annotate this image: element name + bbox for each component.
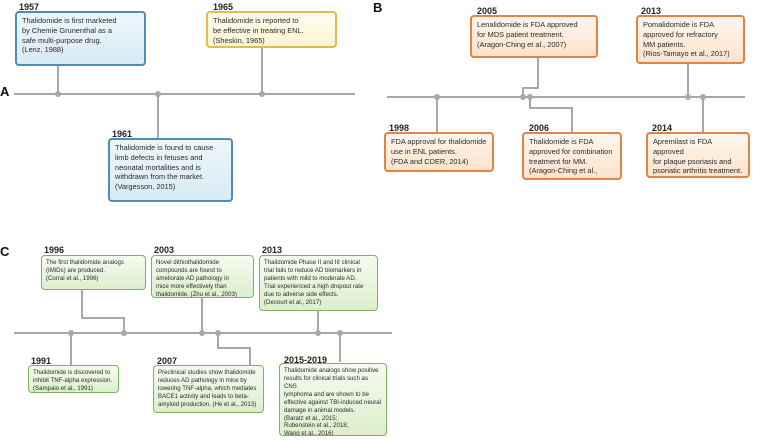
event-box-2005: Lenalidomide is FDA approved for MDS pat… <box>470 15 598 58</box>
dot-2005 <box>520 94 526 100</box>
year-2013: 2013 <box>641 6 662 16</box>
event-box-1965: Thalidomide is reported to be effective … <box>206 11 337 48</box>
event-box-1991: Thalidomide is discovered to inhibit TNF… <box>28 365 119 393</box>
dot-2006 <box>527 94 533 100</box>
dot-1998 <box>434 94 440 100</box>
year-2015-2019: 2015-2019 <box>284 355 328 365</box>
event-box-1998: FDA approval for thalidomide use in ENL … <box>384 132 494 172</box>
year-1961: 1961 <box>112 129 133 139</box>
year-2005: 2005 <box>477 6 498 16</box>
panel-label-a: A <box>0 84 10 99</box>
year-2007: 2007 <box>157 356 178 366</box>
year-1957: 1957 <box>19 2 40 12</box>
dot-2014 <box>700 94 706 100</box>
connector-2007 <box>217 333 251 365</box>
year-2013-c: 2013 <box>262 245 283 255</box>
dot-1965 <box>259 91 265 97</box>
event-box-2006: Thalidomide is FDA approved for combinat… <box>522 132 622 180</box>
dot-1957 <box>55 91 61 97</box>
event-box-2007: Preclinical studies show thalidomide red… <box>153 365 264 413</box>
dot-2013 <box>685 94 691 100</box>
dot-2007 <box>215 330 221 336</box>
event-box-2003: Novel dithiothalidomide compounds are fo… <box>151 255 254 298</box>
year-2003: 2003 <box>154 245 175 255</box>
dot-1991 <box>68 330 74 336</box>
event-box-1996: The first thalidomide analogs (IMiDs) ar… <box>41 255 146 290</box>
year-1991: 1991 <box>31 356 52 366</box>
connector-2005 <box>522 58 539 97</box>
event-box-2013: Pomalidomide is FDA approved for refract… <box>636 15 745 64</box>
event-box-2014: Apremilast is FDA approved for plaque ps… <box>646 132 750 178</box>
year-2006: 2006 <box>529 123 550 133</box>
year-1998: 1998 <box>389 123 410 133</box>
event-box-1961: Thalidomide is found to cause limb defec… <box>108 138 233 202</box>
event-box-1957: Thalidomide is first marketed by Chemie … <box>15 11 146 66</box>
dot-1996 <box>121 330 127 336</box>
panel-label-b: B <box>373 0 383 15</box>
panel-label-c: C <box>0 244 10 259</box>
connector-1996 <box>81 290 125 333</box>
event-box-2013-c: Thalidomide Phase II and III clinical tr… <box>259 255 378 311</box>
dot-2013c <box>315 330 321 336</box>
year-1996: 1996 <box>44 245 65 255</box>
year-2014: 2014 <box>652 123 673 133</box>
connector-2006 <box>529 97 573 132</box>
dot-2003 <box>199 330 205 336</box>
event-box-2015-2019: Thalidomide analogs show positive result… <box>279 363 387 436</box>
dot-1961 <box>155 91 161 97</box>
dot-2015 <box>337 330 343 336</box>
year-1965: 1965 <box>213 2 234 12</box>
